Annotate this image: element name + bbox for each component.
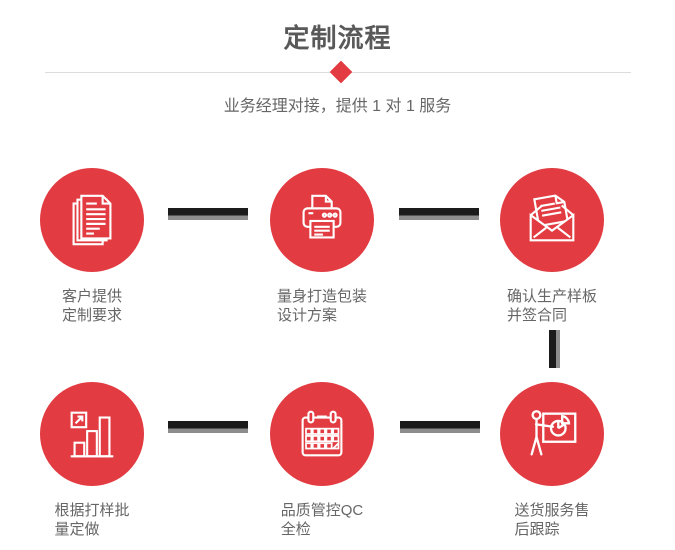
- step-label-line1: 确认生产样板: [506, 288, 597, 305]
- step-label: 送货服务售 后跟踪: [477, 501, 627, 539]
- step-label-line2: 后跟踪: [514, 521, 560, 538]
- step-packaging-design: 量身打造包装 设计方案: [247, 168, 397, 325]
- step-confirm-sample-contract: 确认生产样板 并签合同: [477, 168, 627, 325]
- step-quality-control: 品质管控QC 全检: [247, 382, 397, 539]
- step-label-line1: 根据打样批: [54, 502, 130, 519]
- step-label-line1: 品质管控QC: [280, 502, 364, 519]
- step-label-line2: 并签合同: [506, 307, 567, 324]
- step-label-line2: 量定做: [54, 521, 100, 538]
- step-label-line1: 客户提供: [61, 288, 122, 305]
- connector-bar: [168, 208, 248, 220]
- step-circle: [500, 382, 604, 486]
- connector-bar: [168, 421, 248, 433]
- step-circle: [40, 382, 144, 486]
- envelope-icon: [529, 194, 575, 242]
- connector-bar-vertical: [549, 330, 560, 368]
- diamond-icon: [329, 60, 353, 84]
- step-delivery-aftersales: 送货服务售 后跟踪: [477, 382, 627, 539]
- step-label: 确认生产样板 并签合同: [477, 287, 627, 325]
- printer-icon: [302, 194, 342, 239]
- subtitle: 业务经理对接，提供 1 对 1 服务: [223, 98, 452, 115]
- connector-bar: [399, 208, 479, 220]
- step-label-line1: 量身打造包装: [276, 288, 367, 305]
- step-label: 客户提供 定制要求: [17, 287, 167, 325]
- page-title: 定制流程: [283, 23, 392, 53]
- presentation-icon: [530, 410, 577, 456]
- documents-icon: [72, 194, 112, 246]
- step-customer-requirements: 客户提供 定制要求: [17, 168, 167, 325]
- step-circle: [270, 382, 374, 486]
- step-batch-production: 根据打样批 量定做: [17, 382, 167, 539]
- connector-bar: [400, 421, 480, 433]
- step-label: 品质管控QC 全检: [247, 501, 397, 539]
- step-label-line1: 送货服务售: [514, 502, 590, 519]
- calendar-icon: [301, 410, 343, 457]
- step-circle: [40, 168, 144, 272]
- step-label-line2: 设计方案: [276, 307, 337, 324]
- step-label-line2: 定制要求: [61, 307, 122, 324]
- step-label: 量身打造包装 设计方案: [247, 287, 397, 325]
- step-circle: [500, 168, 604, 272]
- bar-chart-icon: [70, 411, 114, 458]
- step-label-line2: 全检: [280, 521, 311, 538]
- step-label: 根据打样批 量定做: [17, 501, 167, 539]
- step-circle: [270, 168, 374, 272]
